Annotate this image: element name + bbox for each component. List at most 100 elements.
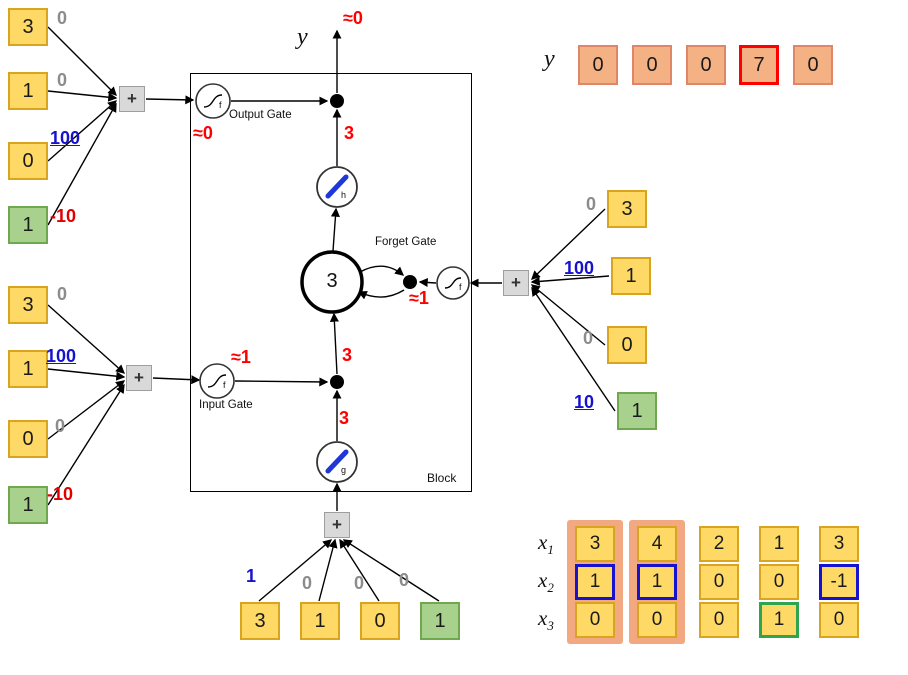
- ig-input-box-1: 1: [8, 350, 48, 388]
- og-sum-node: +: [119, 86, 145, 112]
- forget-gate-node: [436, 266, 470, 300]
- og-weight-1: 0: [57, 70, 68, 90]
- g-sum-node: +: [324, 512, 350, 538]
- x-cell-c2-r0: 2: [699, 526, 739, 562]
- wire-og-3: [47, 102, 117, 226]
- x-cell-c1-r2: 0: [637, 602, 677, 638]
- arrow-plus-to-input-gate: [152, 375, 201, 385]
- fg-weight-2: 0: [583, 328, 594, 348]
- ig-weight-3: -10: [47, 484, 74, 504]
- output-gate-f-sub: f: [219, 100, 222, 110]
- og-input-box-0: 3: [8, 8, 48, 46]
- block-label: Block: [427, 471, 457, 485]
- g-node-label: g: [341, 465, 347, 475]
- x-cell-c4-r2: 0: [819, 602, 859, 638]
- output-gate-node: [195, 83, 231, 119]
- forget-gate-f-sub: f: [459, 282, 462, 292]
- wire-g-3: [342, 539, 440, 602]
- wire-ig-1: [47, 368, 126, 381]
- y-cell-2: 0: [686, 45, 726, 85]
- g-weight-2: 0: [354, 573, 365, 593]
- output-gate-activation: ≈0: [193, 123, 213, 143]
- wire-g-0: [258, 539, 333, 602]
- linear-activation-icon: [325, 449, 349, 474]
- og-weight-3: -10: [50, 206, 77, 226]
- og-input-box-1: 1: [8, 72, 48, 110]
- wire-og-2: [47, 100, 118, 162]
- g-weight-3: 0: [399, 570, 410, 590]
- edge-value-bottom: 3: [339, 408, 350, 428]
- fg-input-box-1: 1: [611, 257, 651, 295]
- sigmoid-curve-icon: [444, 277, 462, 289]
- wire-ig-2: [47, 380, 126, 440]
- x-cell-c4-r0: 3: [819, 526, 859, 562]
- x-cell-c3-r2-highlighted: 1: [759, 602, 799, 638]
- input-gate-label: Input Gate: [199, 399, 253, 411]
- wire-fg-3: [531, 286, 616, 412]
- forget-gate-label: Forget Gate: [375, 236, 437, 248]
- g-bias-box: 1: [420, 602, 460, 640]
- input-gate-f-sub: f: [223, 380, 226, 390]
- forget-gate-activation: ≈1: [409, 288, 429, 308]
- g-input-box-1: 1: [300, 602, 340, 640]
- og-bias-box: 1: [8, 206, 48, 244]
- lstm-block-outline: [190, 73, 472, 492]
- arrow-cell-to-h: [330, 207, 340, 252]
- og-weight-2: 100: [50, 128, 81, 148]
- edge-value-top: 3: [344, 123, 355, 143]
- x-cell-c2-r2: 0: [699, 602, 739, 638]
- fg-weight-3: 10: [574, 392, 595, 412]
- g-input-box-0: 3: [240, 602, 280, 640]
- x-cell-c1-r0: 4: [637, 526, 677, 562]
- y-cell-1: 0: [632, 45, 672, 85]
- y-row-label: y: [544, 46, 555, 72]
- x-cell-c0-r0: 3: [575, 526, 615, 562]
- g-activation-node: [316, 441, 358, 483]
- y-cell-0: 0: [578, 45, 618, 85]
- ig-weight-1: 100: [46, 346, 77, 366]
- og-weight-0: 0: [57, 8, 68, 28]
- arrow-mult-to-cell: [329, 312, 339, 375]
- wire-fg-1: [530, 275, 610, 286]
- y-cell-3-highlighted: 7: [739, 45, 779, 85]
- x-cell-c2-r1: 0: [699, 564, 739, 600]
- og-input-box-2: 0: [8, 142, 48, 180]
- mult-dot-input: [330, 375, 344, 389]
- cell-state-value: 3: [326, 270, 338, 292]
- x3-row-label: x3: [538, 606, 554, 634]
- h-activation-node: [316, 166, 358, 208]
- x-cell-c1-r1-highlighted: 1: [637, 564, 677, 600]
- x2-row-label: x2: [538, 568, 554, 596]
- x-cell-c3-r0: 1: [759, 526, 799, 562]
- x-cell-c4-r1-highlighted: -1: [819, 564, 859, 600]
- edge-value-mid: 3: [342, 345, 353, 365]
- input-gate-node: [199, 363, 235, 399]
- ig-input-box-2: 0: [8, 420, 48, 458]
- wire-fg-0: [531, 208, 606, 280]
- fg-sum-node: +: [503, 270, 529, 296]
- fg-weight-0: 0: [586, 194, 597, 214]
- ig-weight-0: 0: [57, 284, 68, 304]
- x-cell-c0-r1-highlighted: 1: [575, 564, 615, 600]
- mult-dot-forget: [403, 275, 417, 289]
- ig-bias-box: 1: [8, 486, 48, 524]
- wire-og-0: [47, 26, 117, 96]
- mult-dot-output: [330, 94, 344, 108]
- x-cell-c3-r1: 0: [759, 564, 799, 600]
- x1-row-label: x1: [538, 530, 554, 558]
- h-node-label: h: [341, 190, 347, 200]
- ig-sum-node: +: [126, 365, 152, 391]
- fg-weight-1: 100: [564, 258, 595, 278]
- g-input-box-2: 0: [360, 602, 400, 640]
- output-gate-label: Output Gate: [229, 109, 292, 121]
- y-output-approx: ≈0: [343, 8, 363, 28]
- forget-loop-top: [359, 265, 405, 276]
- fg-input-box-2: 0: [607, 326, 647, 364]
- input-gate-activation: ≈1: [231, 347, 251, 367]
- forget-loop-bottom: [357, 289, 405, 300]
- arrow-forget-gate-to-mult: [418, 277, 437, 288]
- fg-bias-box: 1: [617, 392, 657, 430]
- wire-ig-3: [47, 383, 125, 506]
- arrow-input-gate-to-mult: [234, 377, 329, 387]
